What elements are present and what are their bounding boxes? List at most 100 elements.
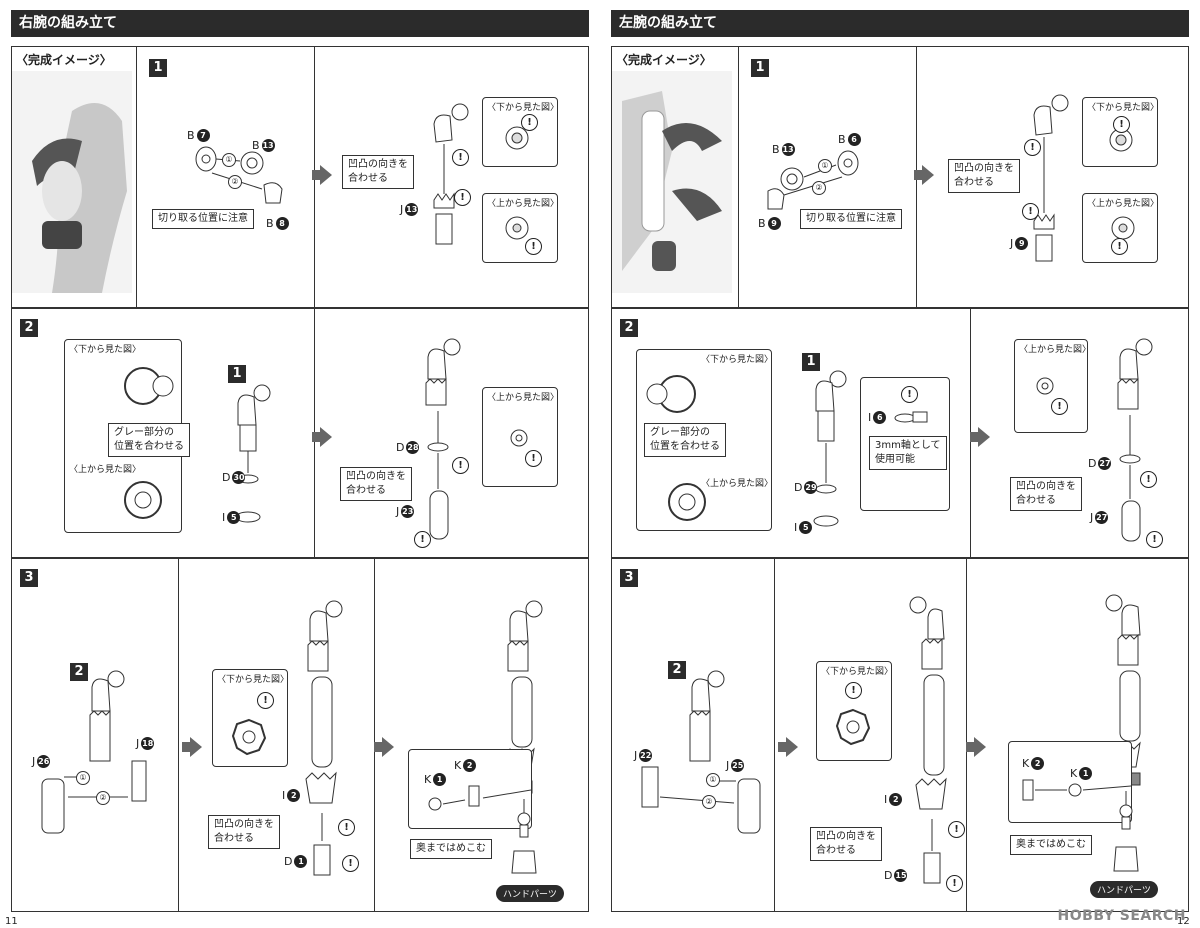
step-number: 1 — [149, 59, 167, 77]
bottom-view-box: 〈下から見た図〉 ! — [1082, 97, 1159, 167]
reference-step-number: 1 — [228, 365, 246, 383]
top-view-box: 〈上から見た図〉 ! — [1082, 193, 1159, 263]
hand-parts-tag: ハンドパーツ — [1090, 881, 1158, 898]
reference-step-number: 2 — [70, 663, 88, 681]
push-in-note: 奥まではめこむ — [410, 839, 492, 859]
order-marker-2: ② — [812, 181, 826, 195]
page-number: 11 — [5, 916, 18, 927]
caution-icon: ! — [1022, 203, 1039, 220]
align-direction-note: 凹凸の向きを 合わせる — [948, 159, 1020, 193]
step2-parts-drawing — [813, 370, 847, 527]
step-number: 2 — [20, 319, 38, 337]
next-step-arrow-icon — [374, 737, 394, 757]
caution-icon: ! — [414, 531, 431, 548]
cut-position-note: 切り取る位置に注意 — [152, 209, 254, 229]
order-marker-1: ① — [818, 159, 832, 173]
hand-parts-tag: ハンドパーツ — [496, 885, 564, 902]
bottom-view-box: 〈下から見た図〉 ! — [212, 669, 289, 767]
reference-step-number: 2 — [668, 661, 686, 679]
step2-assembly-drawing — [425, 338, 461, 540]
step3-assembly-drawing — [305, 600, 343, 876]
top-view-box: 〈上から見た図〉 ! — [1014, 339, 1091, 433]
caution-icon: ! — [452, 149, 469, 166]
align-direction-note: 凹凸の向きを 合わせる — [340, 467, 412, 501]
hand-part-drawing — [1113, 791, 1139, 872]
caution-icon: ! — [521, 114, 538, 131]
step2-assembly-drawing — [1117, 338, 1153, 542]
left-page-header: 右腕の組み立て — [11, 10, 589, 37]
step1-assembly-drawing — [1033, 94, 1069, 262]
axis-usage-note: 3mm軸として 使用可能 — [869, 436, 947, 470]
caution-icon: ! — [1051, 398, 1068, 415]
completion-photo — [612, 71, 732, 293]
next-step-arrow-icon — [312, 165, 332, 185]
caution-icon: ! — [525, 238, 542, 255]
caution-icon: ! — [454, 189, 471, 206]
gray-part-align-note: グレー部分の 位置を合わせる — [108, 423, 190, 457]
align-direction-note: 凹凸の向きを 合わせる — [1010, 477, 1082, 511]
align-direction-note: 凹凸の向きを 合わせる — [342, 155, 414, 189]
step3-assembly-drawing — [909, 596, 947, 884]
caution-icon: ! — [948, 821, 965, 838]
step2-parts-drawing — [235, 384, 271, 523]
page-number: 12 — [1177, 916, 1190, 927]
align-direction-note: 凹凸の向きを 合わせる — [208, 815, 280, 849]
order-marker-2: ② — [702, 795, 716, 809]
next-step-arrow-icon — [778, 737, 798, 757]
reference-step-number: 1 — [802, 353, 820, 371]
completion-image-label: 〈完成イメージ〉 — [16, 53, 112, 67]
step3-parts-drawing — [641, 670, 761, 834]
order-marker-1: ① — [76, 771, 90, 785]
step-number: 3 — [620, 569, 638, 587]
completion-image-label: 〈完成イメージ〉 — [616, 53, 712, 67]
axis-usage-box: ! 3mm軸として 使用可能 — [860, 377, 950, 511]
hand-part-drawing — [511, 799, 537, 874]
top-view-box: 〈上から見た図〉 ! — [482, 387, 559, 487]
next-step-arrow-icon — [970, 427, 990, 447]
caution-icon: ! — [342, 855, 359, 872]
caution-icon: ! — [1113, 116, 1130, 133]
step3-parts-drawing — [41, 670, 147, 834]
next-step-arrow-icon — [312, 427, 332, 447]
caution-icon: ! — [1146, 531, 1163, 548]
bottom-view-box: 〈下から見た図〉 ! — [482, 97, 559, 167]
completion-photo — [12, 71, 132, 293]
caution-icon: ! — [946, 875, 963, 892]
caution-icon: ! — [452, 457, 469, 474]
caution-icon: ! — [338, 819, 355, 836]
step-number: 2 — [620, 319, 638, 337]
next-step-arrow-icon — [182, 737, 202, 757]
